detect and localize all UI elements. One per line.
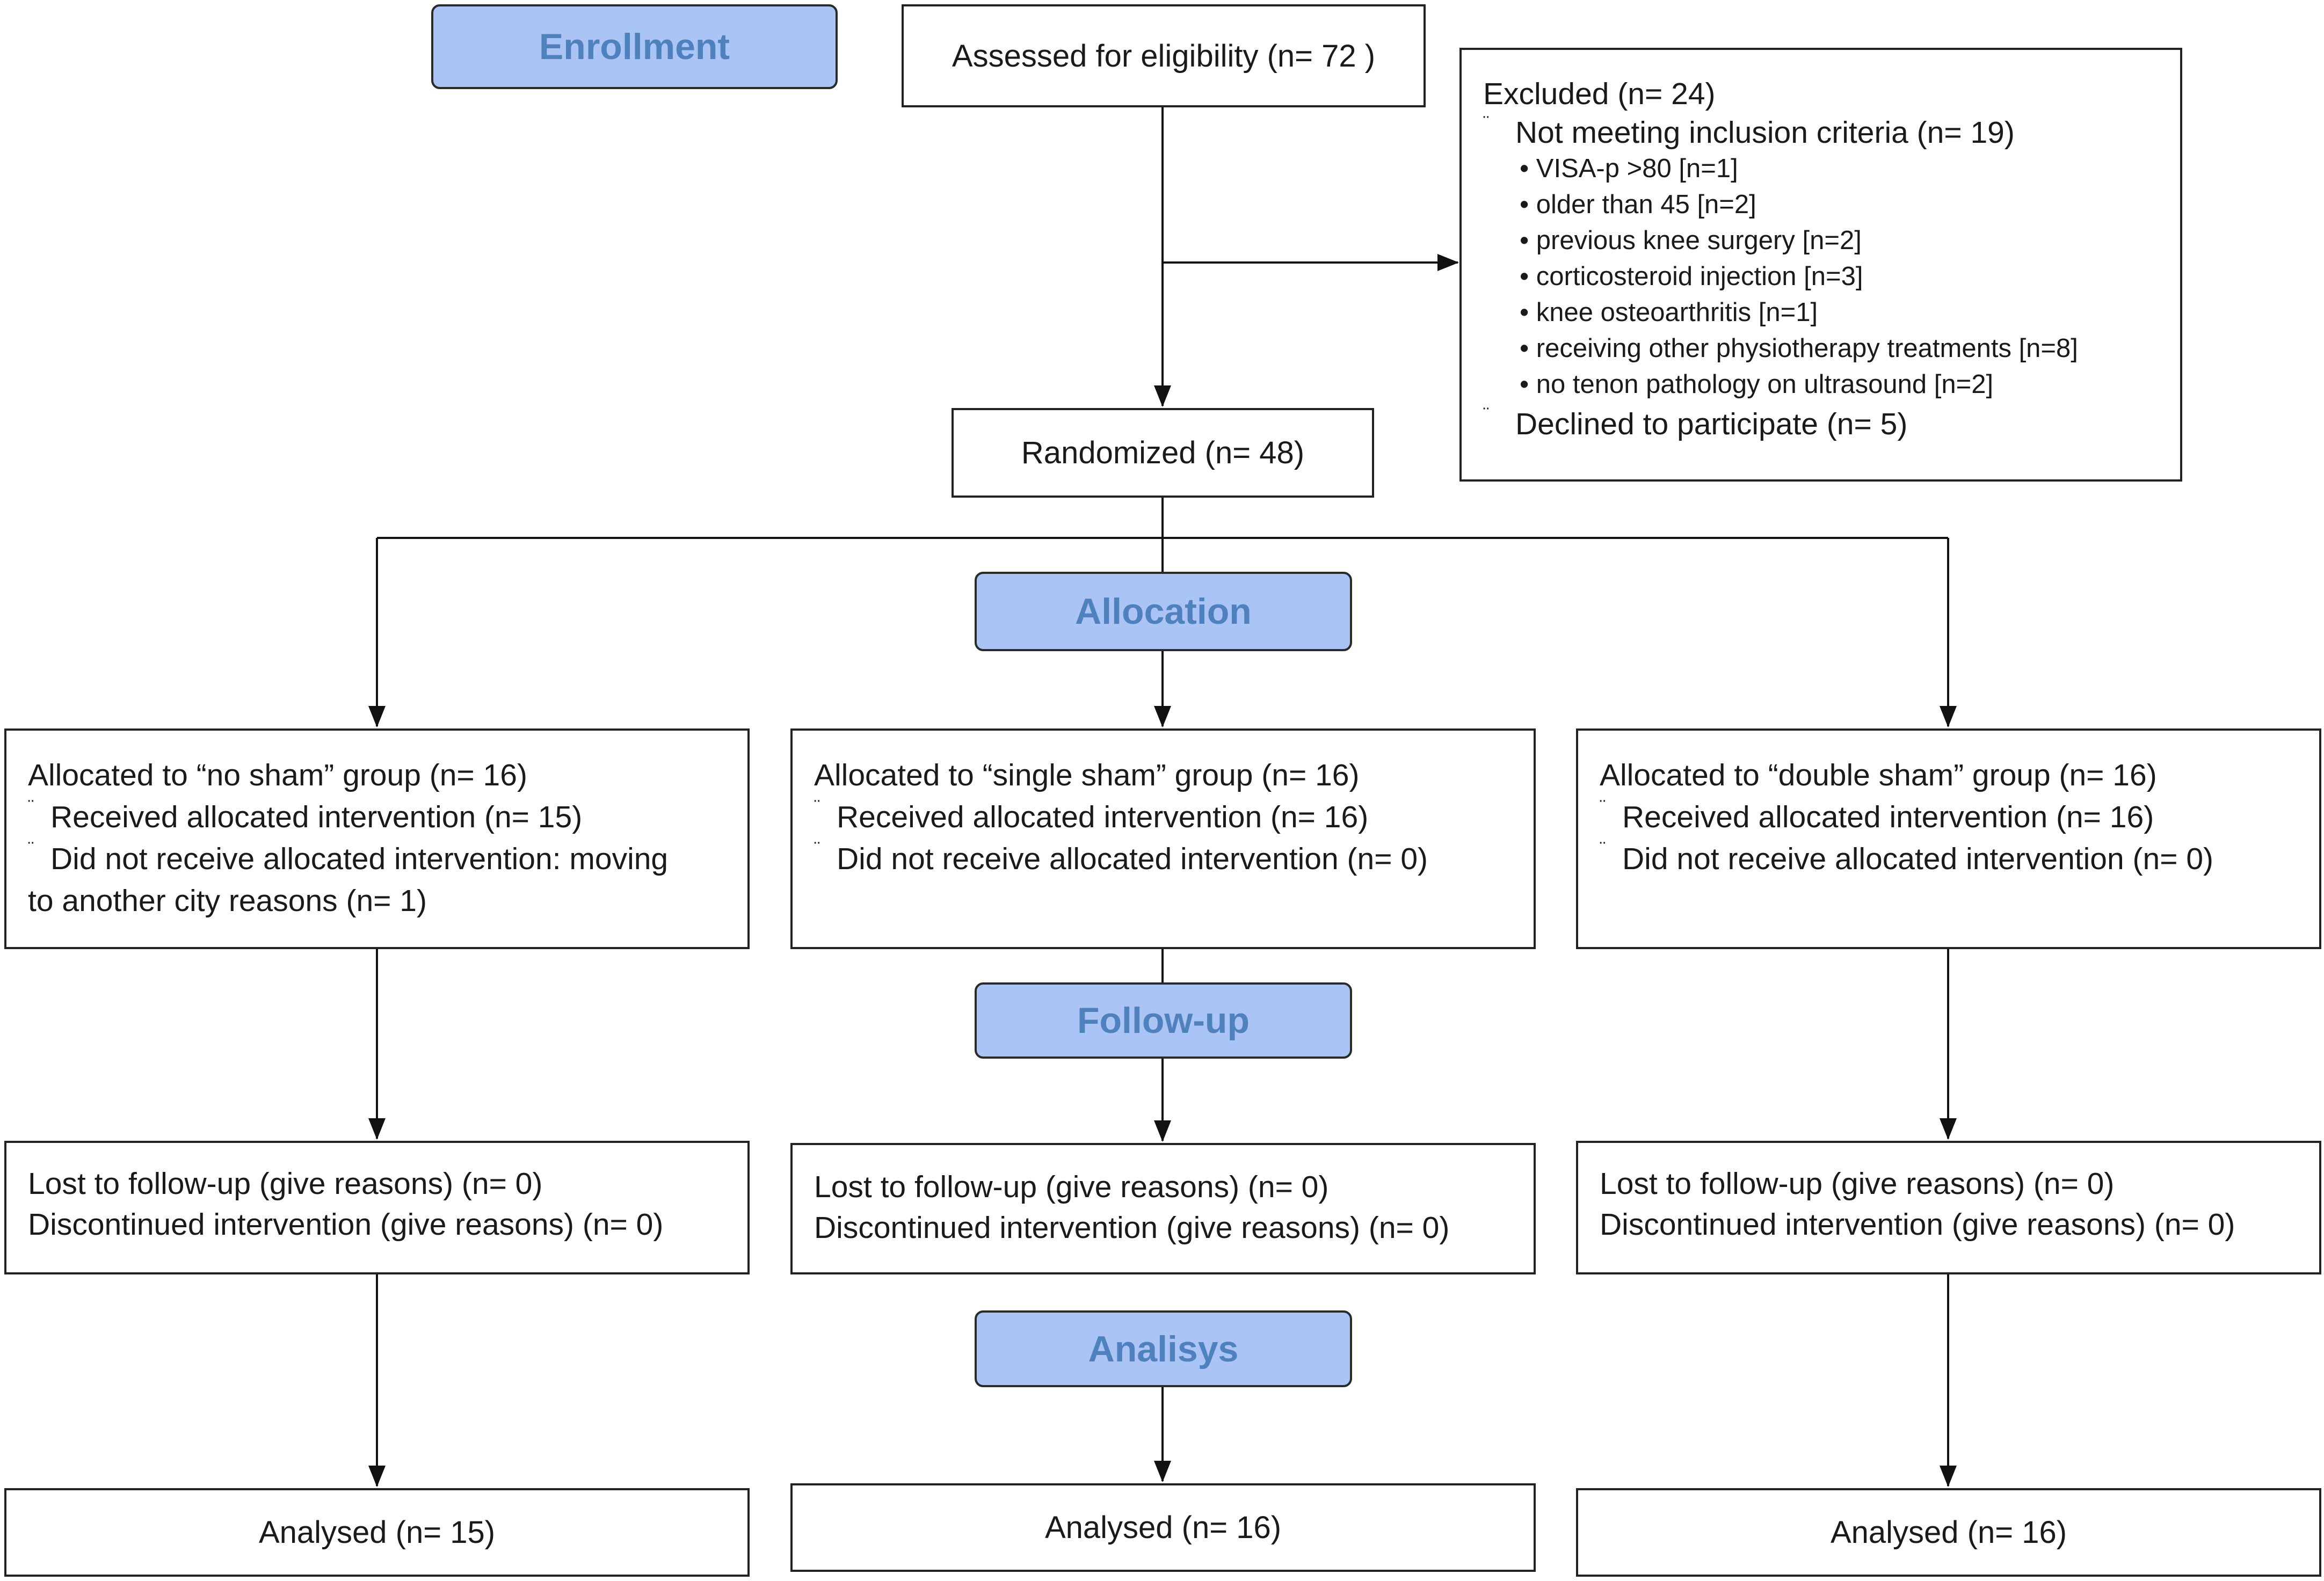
group-single-sham-analysed-box: Analysed (n= 16) [790,1483,1536,1572]
stage-label-analysis-text: Analisys [1088,1328,1239,1369]
exclusion-reasons-list: • VISA-p >80 [n=1] • older than 45 [n=2]… [1520,151,2180,403]
group-single-sham-followup-box: Lost to follow-up (give reasons) (n= 0) … [790,1143,1536,1274]
received-line: ¨ Received allocated intervention (n= 15) [28,796,747,838]
not-received-line: ¨ Did not receive allocated intervention … [1600,838,2319,880]
excluded-box: Excluded (n= 24) ¨ Not meeting inclusion … [1459,48,2182,482]
exclusion-reason: • knee osteoarthritis [n=1] [1520,298,1818,327]
analysed-text: Analysed (n= 16) [1044,1510,1282,1545]
group-single-sham-allocation-box: Allocated to “single sham” group (n= 16)… [790,728,1536,949]
assessed-box: Assessed for eligibility (n= 72 ) [902,4,1426,107]
group-double-sham-followup-box: Lost to follow-up (give reasons) (n= 0) … [1576,1141,2321,1274]
bullet-mark: ¨ [1483,113,1490,133]
received-line: ¨ Received allocated intervention (n= 16) [814,796,1534,838]
bullet-mark: ¨ [1483,404,1490,425]
stage-label-enrollment-text: Enrollment [539,26,730,67]
assessed-text: Assessed for eligibility (n= 72 ) [952,38,1376,74]
bullet-mark: ¨ [814,839,820,859]
group-no-sham-followup-box: Lost to follow-up (give reasons) (n= 0) … [4,1141,750,1274]
not-received-line: ¨ Did not receive allocated intervention … [814,838,1534,880]
discontinued-text: Discontinued intervention (give reasons)… [28,1207,664,1242]
exclusion-reason: • older than 45 [n=2] [1520,190,1756,219]
not-received-text: Did not receive allocated intervention: … [50,842,669,876]
analysed-text: Analysed (n= 15) [258,1515,496,1550]
group-no-sham-allocation-box: Allocated to “no sham” group (n= 16) ¨ Re… [4,728,750,949]
exclusion-reason: • no tenon pathology on ultrasound [n=2] [1520,370,1994,399]
discontinued-text: Discontinued intervention (give reasons)… [1600,1207,2235,1242]
allocated-text: Allocated to “no sham” group (n= 16) [28,758,527,792]
group-double-sham-analysed-box: Analysed (n= 16) [1576,1488,2321,1577]
declined-text: Declined to participate (n= 5) [1515,407,1908,441]
bullet-mark: ¨ [28,839,34,859]
bullet-mark: ¨ [1600,797,1606,817]
allocated-text: Allocated to “single sham” group (n= 16) [814,758,1360,792]
not-received-line: ¨ Did not receive allocated intervention:… [28,838,747,880]
group-double-sham-allocation-box: Allocated to “double sham” group (n= 16)… [1576,728,2321,949]
analysed-text: Analysed (n= 16) [1830,1515,2067,1550]
stage-label-analysis: Analisys [975,1310,1352,1387]
not-received-continued: to another city reasons (n= 1) [28,884,427,918]
lost-text: Lost to follow-up (give reasons) (n= 0) [814,1170,1329,1204]
stage-label-followup-text: Follow-up [1077,1000,1250,1041]
stage-label-allocation: Allocation [975,572,1352,651]
exclusion-reason: • previous knee surgery [n=2] [1520,226,1862,255]
discontinued-text: Discontinued intervention (give reasons)… [814,1211,1450,1245]
not-received-text: Did not receive allocated intervention (… [1622,842,2214,876]
received-text: Received allocated intervention (n= 16) [837,800,1369,834]
stage-label-enrollment: Enrollment [431,4,838,89]
stage-label-allocation-text: Allocation [1075,591,1252,632]
lost-text: Lost to follow-up (give reasons) (n= 0) [28,1167,543,1201]
bullet-mark: ¨ [28,797,34,817]
excluded-declined: ¨ Declined to participate (n= 5) [1483,404,2180,445]
bullet-mark: ¨ [1600,839,1606,859]
randomized-text: Randomized (n= 48) [1021,435,1305,470]
received-line: ¨ Received allocated intervention (n= 16) [1600,796,2319,838]
bullet-mark: ¨ [814,797,820,817]
received-text: Received allocated intervention (n= 15) [50,800,583,834]
lost-text: Lost to follow-up (give reasons) (n= 0) [1600,1167,2115,1201]
not-received-text: Did not receive allocated intervention (… [837,842,1428,876]
not-meeting-text: Not meeting inclusion criteria (n= 19) [1515,115,2015,150]
randomized-box: Randomized (n= 48) [952,408,1374,498]
allocated-text: Allocated to “double sham” group (n= 16) [1600,758,2157,792]
received-text: Received allocated intervention (n= 16) [1622,800,2154,834]
exclusion-reason: • VISA-p >80 [n=1] [1520,154,1738,183]
excluded-title: Excluded (n= 24) [1483,77,1716,111]
exclusion-reason: • corticosteroid injection [n=3] [1520,262,1863,291]
excluded-not-meeting: ¨ Not meeting inclusion criteria (n= 19) [1483,112,2180,153]
exclusion-reason: • receiving other physiotherapy treatmen… [1520,334,2078,363]
stage-label-followup: Follow-up [975,982,1352,1059]
group-no-sham-analysed-box: Analysed (n= 15) [4,1488,750,1577]
